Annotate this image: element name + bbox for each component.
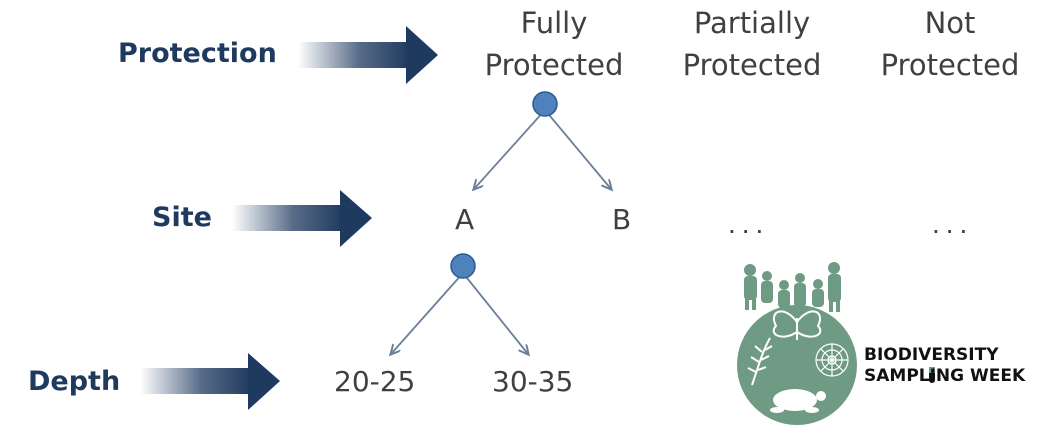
- site-ellipsis-not: ...: [932, 208, 974, 239]
- protection-arrow: [298, 26, 438, 84]
- column-line1: Not: [924, 6, 976, 40]
- logo-line2: SAMPLING WEEK: [864, 366, 1026, 386]
- people-silhouette-icon: [744, 262, 841, 312]
- test-tube-icon: [929, 367, 935, 383]
- level-label-depth: Depth: [28, 366, 121, 397]
- site-ellipsis-partially: ...: [728, 208, 770, 239]
- logo-wordmark: BIODIVERSITY SAMPLING WEEK: [864, 345, 1025, 387]
- level-label-protection: Protection: [118, 38, 277, 69]
- butterfly-icon: [772, 310, 822, 340]
- globe-icon: [737, 305, 857, 425]
- branch-line-depth-2: [462, 272, 528, 354]
- column-line2: Protected: [880, 48, 1020, 82]
- column-line1: Fully: [520, 6, 588, 40]
- depth-label-1: 20-25: [334, 365, 416, 398]
- node-site-a: [450, 253, 476, 279]
- node-fully-protected: [532, 91, 558, 117]
- branch-line-depth-1: [391, 272, 464, 354]
- column-line2: Protected: [682, 48, 822, 82]
- turtle-icon: [770, 389, 826, 413]
- site-arrow: [232, 190, 372, 247]
- column-line1: Partially: [693, 6, 811, 40]
- biodiversity-logo-graphic: [737, 262, 935, 425]
- site-b-label: B: [612, 203, 632, 236]
- column-not-protected: Not Protected: [862, 2, 1038, 86]
- fern-icon: [747, 337, 773, 386]
- column-fully-protected: Fully Protected: [466, 2, 642, 86]
- branch-line-a: [474, 109, 546, 189]
- level-label-site: Site: [152, 202, 212, 233]
- column-partially-protected: Partially Protected: [664, 2, 840, 86]
- branch-line-b: [544, 109, 611, 189]
- depth-label-2: 30-35: [492, 365, 574, 398]
- depth-arrow: [140, 353, 280, 410]
- logo-line1: BIODIVERSITY: [864, 345, 999, 365]
- spider-web-icon: [815, 343, 849, 377]
- site-a-label: A: [455, 203, 475, 236]
- column-line2: Protected: [484, 48, 624, 82]
